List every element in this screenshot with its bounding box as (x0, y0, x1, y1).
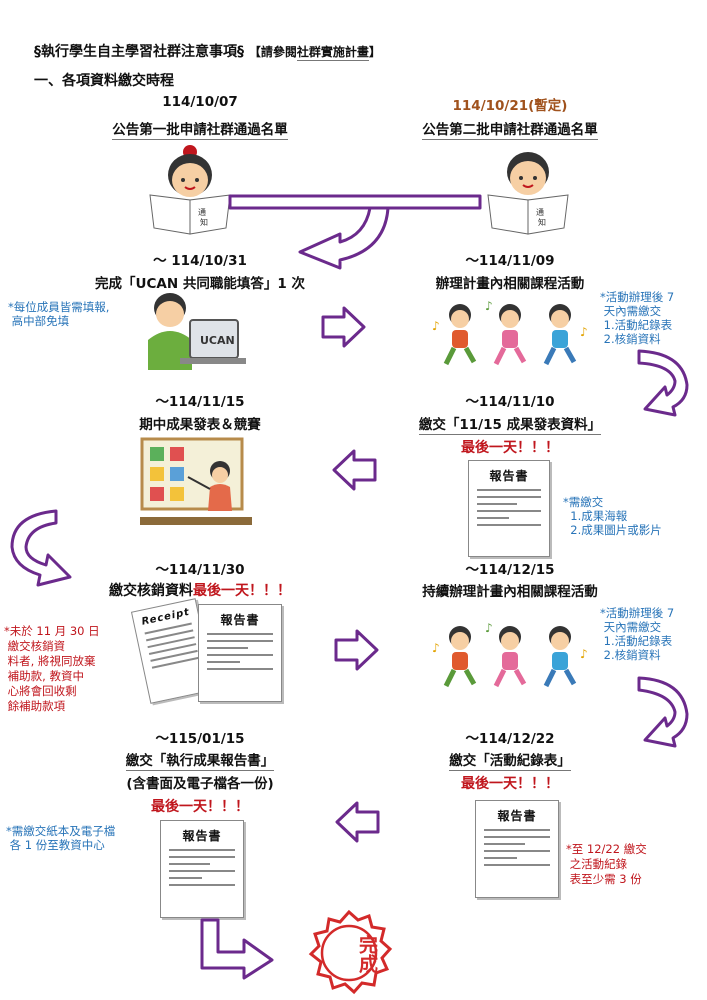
step6-note: *需繳交 1.成果海報 2.成果圖片或影片 (563, 495, 662, 537)
right-arrow-icon (334, 629, 379, 671)
step1-date: 114/10/07 (162, 94, 238, 110)
report-document-icon: 報告書 (468, 460, 550, 557)
report-title: 報告書 (220, 613, 260, 627)
step6-deadline: 最後一天！！！ (461, 440, 559, 456)
section-heading: 一、各項資料繳交時程 (34, 73, 174, 89)
student-laptop-illustration: UCAN (148, 293, 246, 370)
left-arrow-icon (335, 801, 380, 843)
step9-date: ～115/01/15 (155, 731, 245, 747)
step9-note: *需繳交紙本及電子檔 各 1 份至教資中心 (6, 824, 116, 852)
step5-date: ～114/11/15 (155, 394, 245, 410)
step10-deadline: 最後一天！！！ (461, 776, 559, 792)
step10-date: ～114/12/22 (465, 731, 555, 747)
left-arrow-icon (332, 449, 377, 491)
step4-note: *活動辦理後 7 天內需繳交 1.活動紀錄表 2.核銷資料 (600, 290, 675, 346)
dancing-kids-illustration: ♪ ♪ ♪ (432, 621, 588, 688)
svg-text:♪: ♪ (432, 641, 440, 655)
svg-text:知: 知 (538, 217, 546, 227)
report-document-icon: 報告書 (160, 820, 244, 918)
step8-text: 持續辦理計畫內相關課程活動 (422, 584, 598, 600)
title-text: §執行學生自主學習社群注意事項§ (34, 44, 244, 60)
curved-arrow-icon (228, 194, 482, 270)
step2-date: 114/10/21(暫定) (452, 98, 568, 114)
page-title: §執行學生自主學習社群注意事項§ 【請參閱社群實施計畫】 (34, 41, 381, 61)
step7-text: 繳交核銷資料 (109, 583, 193, 599)
step9-subtext: (含書面及電子檔各一份) (126, 776, 274, 792)
report-document-icon: 報告書 (198, 604, 282, 702)
plan-link[interactable]: 社群實施計畫 (296, 45, 369, 61)
svg-text:♪: ♪ (432, 319, 440, 333)
step8-note: *活動辦理後 7 天內需繳交 1.活動紀錄表 2.核銷資料 (600, 606, 675, 662)
report-title: 報告書 (497, 809, 537, 823)
finish-stamp-icon (308, 909, 393, 995)
receipt-title: Receipt (140, 606, 191, 628)
bent-arrow-icon (200, 918, 274, 980)
svg-text:通: 通 (536, 207, 544, 217)
step9-text: 繳交「執行成果報告書」 (125, 753, 275, 771)
plan-reference: 【請參閱社群實施計畫】 (249, 45, 381, 61)
finish-label: 完成 (356, 935, 378, 973)
step9-deadline: 最後一天！！！ (151, 799, 249, 815)
step5-text: 期中成果發表＆競賽 (139, 417, 261, 433)
svg-text:♪: ♪ (580, 325, 588, 339)
svg-text:♪: ♪ (580, 647, 588, 661)
boy-reading-illustration: 通 知 (487, 152, 569, 235)
step6-text: 繳交「11/15 成果發表資料」 (418, 417, 602, 435)
step10-text: 繳交「活動紀錄表」 (449, 753, 571, 771)
step6-date: ～114/11/10 (465, 394, 555, 410)
svg-text:♪: ♪ (485, 299, 493, 313)
right-arrow-icon (321, 306, 366, 348)
svg-text:通: 通 (198, 207, 206, 217)
step3-note: *每位成員皆需填報, 高中部免填 (8, 300, 110, 328)
report-title: 報告書 (182, 829, 222, 843)
curved-down-arrow-icon (637, 349, 689, 417)
girl-reading-illustration: 通 知 (149, 145, 231, 235)
svg-text:♪: ♪ (485, 621, 493, 635)
step3-text: 完成「UCAN 共同職能填答」1 次 (95, 276, 305, 292)
plan-ref-open: 【請參閱 (248, 45, 297, 59)
step8-date: ～114/12/15 (465, 562, 555, 578)
svg-text:知: 知 (200, 217, 208, 227)
presentation-board-illustration (140, 437, 252, 525)
step4-text: 辦理計畫內相關課程活動 (435, 276, 585, 292)
step3-date: ～ 114/10/31 (153, 253, 247, 269)
step7-deadline: 最後一天！！！ (193, 583, 291, 599)
curved-down-arrow-left-icon (10, 509, 72, 587)
plan-ref-close: 】 (368, 45, 381, 59)
step2-text: 公告第二批申請社群通過名單 (422, 122, 598, 140)
step7-note: *未於 11 月 30 日 繳交核銷資 料者, 將視同放棄 補助款, 教資中 心… (4, 624, 100, 713)
step7-date: ～114/11/30 (155, 562, 245, 578)
step10-note: *至 12/22 繳交 之活動紀錄 表至少需 3 份 (566, 842, 647, 886)
report-document-icon: 報告書 (475, 800, 559, 898)
laptop-screen-text: UCAN (200, 334, 235, 347)
step4-date: ～114/11/09 (465, 253, 555, 269)
dancing-kids-illustration: ♪ ♪ ♪ (432, 299, 588, 366)
report-title: 報告書 (489, 469, 529, 483)
step1-text: 公告第一批申請社群通過名單 (112, 122, 288, 140)
curved-down-arrow-icon (637, 676, 689, 748)
